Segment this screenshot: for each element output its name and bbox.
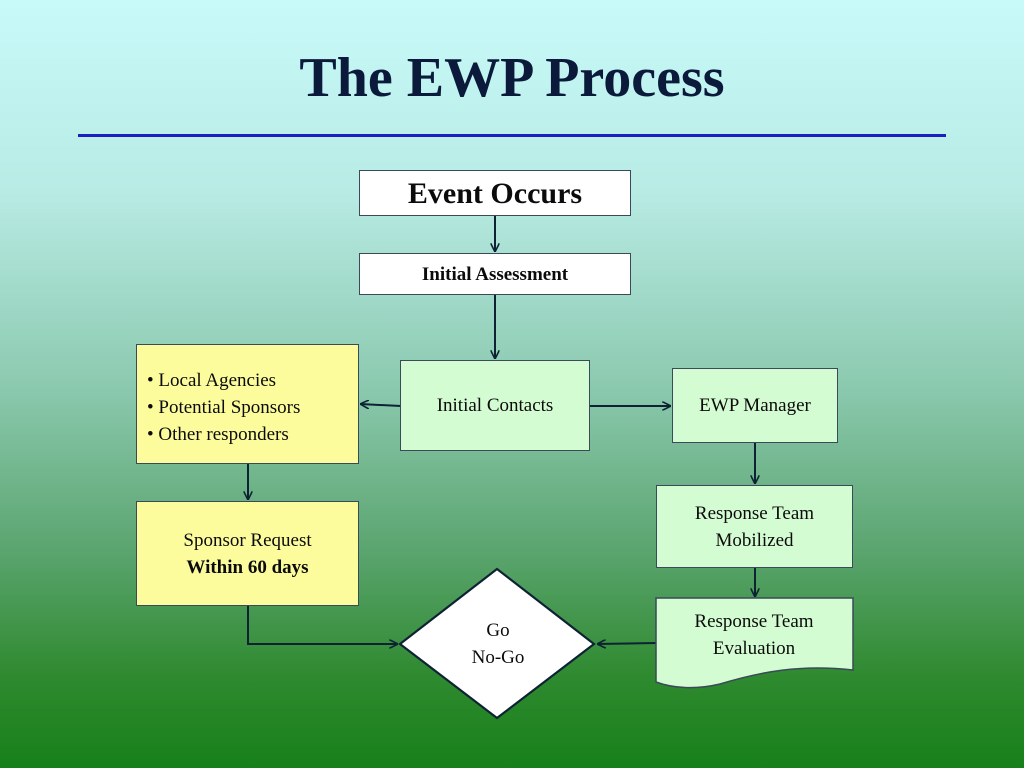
initial-contacts-box: Initial Contacts: [400, 360, 590, 451]
initial-contacts-label: Initial Contacts: [436, 395, 554, 416]
event-occurs-label: Event Occurs: [407, 176, 583, 210]
contacts-list-box: • Local Agencies • Potential Sponsors • …: [136, 344, 359, 464]
response-team-evaluation-line2: Evaluation: [712, 638, 796, 659]
contacts-list-item: • Potential Sponsors: [147, 397, 301, 418]
sponsor-request-box: Sponsor Request Within 60 days: [136, 501, 359, 606]
go-label: Go: [486, 620, 510, 641]
response-team-mobilized-box: Response Team Mobilized: [656, 485, 853, 568]
arrow-evaluation-to-gonogo: [597, 643, 657, 644]
page-title: The EWP Process: [299, 47, 725, 109]
contacts-list-item: • Local Agencies: [147, 370, 277, 391]
sponsor-request-deadline: Within 60 days: [186, 556, 309, 578]
ewp-manager-box: EWP Manager: [672, 368, 838, 443]
ewp-manager-label: EWP Manager: [699, 395, 811, 416]
title-divider: [78, 134, 946, 137]
arrow-contacts-to-list: [360, 404, 402, 406]
arrow-sponsor-to-gonogo: [247, 606, 398, 644]
response-team-mobilized-line2: Mobilized: [715, 529, 794, 551]
response-team-evaluation-line1: Response Team: [694, 611, 814, 632]
sponsor-request-label: Sponsor Request: [183, 529, 312, 551]
initial-assessment-label: Initial Assessment: [421, 263, 569, 285]
go-no-go-label: Go No-Go: [420, 617, 576, 671]
response-team-mobilized-line1: Response Team: [694, 502, 815, 524]
go-no-go-diamond: [398, 567, 596, 720]
response-team-evaluation-label: Response Team Evaluation: [656, 608, 852, 662]
response-team-evaluation-shape: [655, 597, 854, 689]
initial-assessment-box: Initial Assessment: [359, 253, 631, 295]
event-occurs-box: Event Occurs: [359, 170, 631, 216]
contacts-list-item: • Other responders: [147, 424, 289, 445]
no-go-label: No-Go: [471, 647, 525, 668]
